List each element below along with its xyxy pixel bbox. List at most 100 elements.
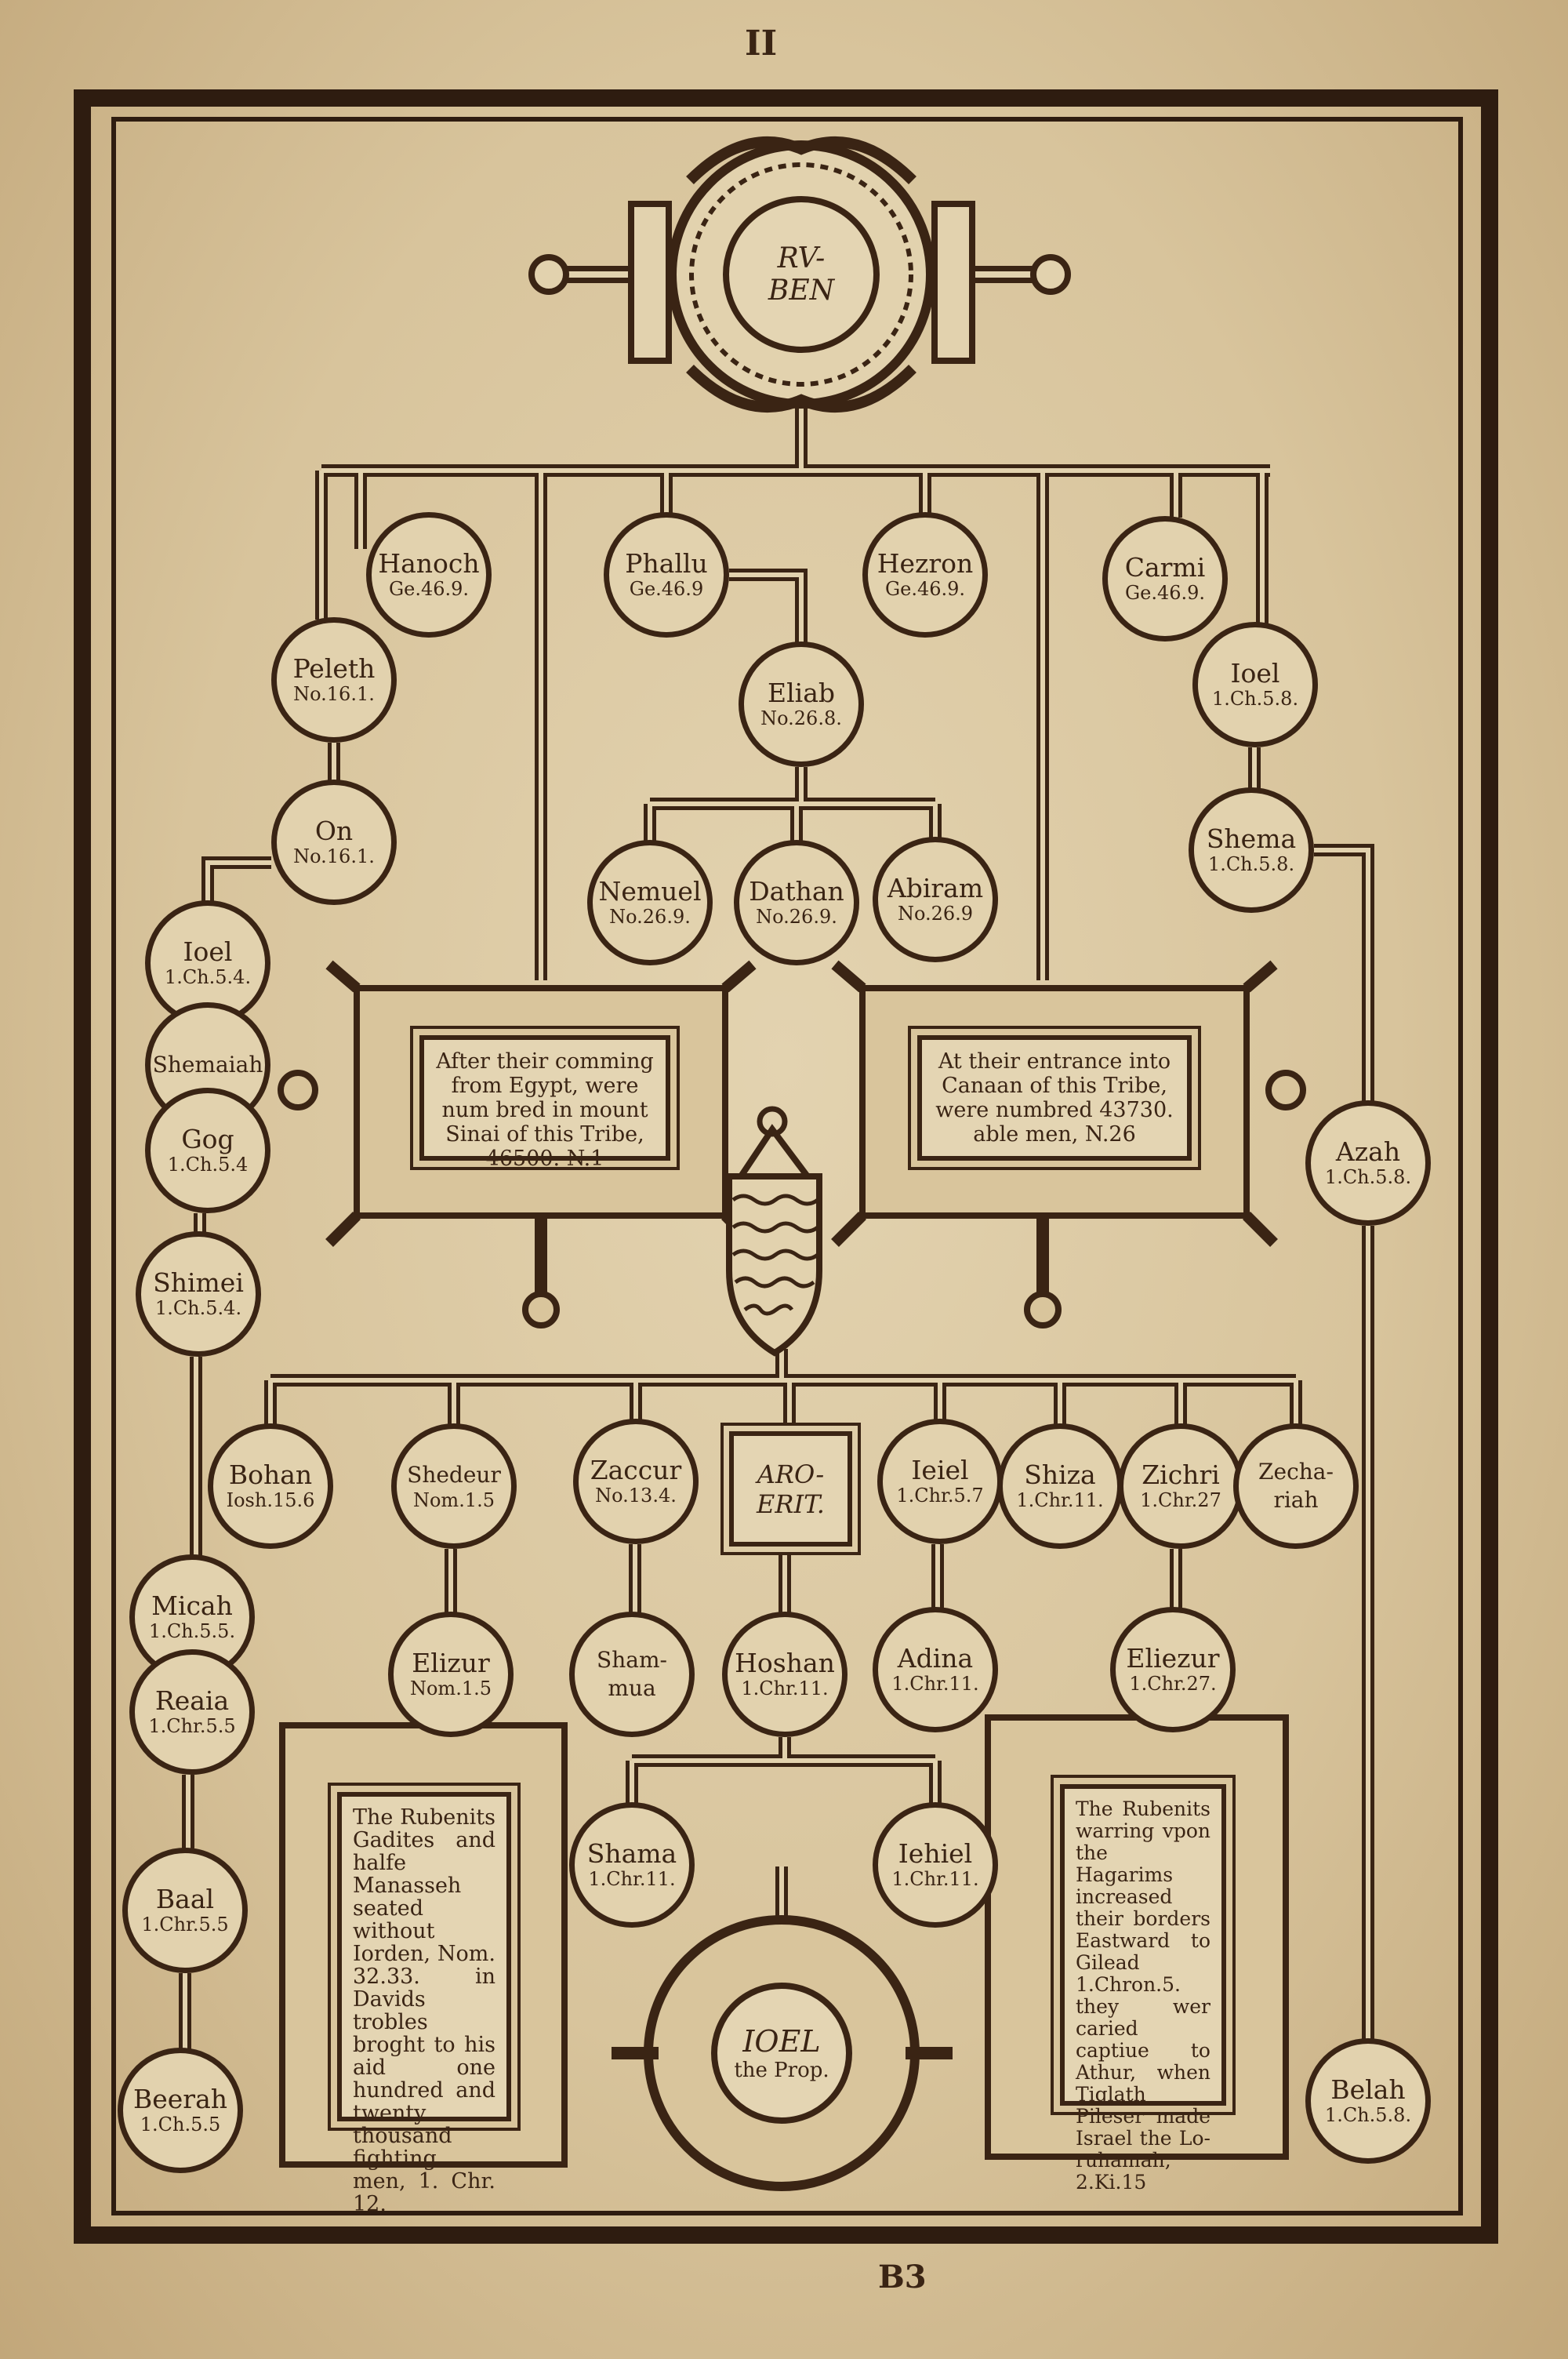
- name: Sham-mua: [597, 1647, 667, 1701]
- ref: 1.Chr.11.: [891, 1673, 979, 1695]
- name: On: [314, 816, 354, 846]
- ref: 1.Chr.11.: [891, 1868, 979, 1890]
- ref: No.26.9.: [756, 906, 837, 928]
- signature-mark: B3: [878, 2259, 927, 2295]
- cartouche-right-text: At their entrance into Canaan of this Tr…: [935, 1049, 1174, 1147]
- name: Phallu: [625, 548, 708, 579]
- name: Zaccur: [590, 1455, 682, 1485]
- ref: 1.Chr.27.: [1129, 1673, 1217, 1695]
- name: Azah: [1335, 1136, 1401, 1167]
- head-line2: BEN: [768, 274, 835, 307]
- ref: Ge.46.9.: [388, 578, 470, 600]
- panel-right: The Rubenits warring vpon the Hagarims i…: [1051, 1775, 1236, 2194]
- ref: 1.Ch.5.8.: [1324, 2104, 1412, 2126]
- name: Baal: [155, 1884, 215, 1914]
- ref: No.26.9.: [609, 906, 691, 928]
- ref: 1.Ch.5.5.: [148, 1620, 236, 1642]
- name: Elizur: [412, 1648, 490, 1678]
- cartouche-right: At their entrance into Canaan of this Tr…: [908, 1026, 1201, 1170]
- inner-border: [111, 117, 1463, 2215]
- ref: 1.Chr.11.: [741, 1677, 829, 1699]
- name: Zichri: [1142, 1459, 1220, 1490]
- ioel-prophet-medallion: IOEL the Prop.: [711, 1983, 852, 2124]
- panel-left-text: The Rubenits Gadites and halfe Manasseh …: [353, 1805, 495, 2216]
- ref: Nom.1.5: [412, 1489, 495, 1511]
- aroerit-box: ARO-ERIT.: [720, 1423, 861, 1555]
- ref: Ge.46.9: [629, 578, 704, 600]
- head-line1: RV-: [777, 242, 826, 274]
- aroerit-line1: ARO-: [757, 1459, 825, 1489]
- name: Ioel: [183, 936, 233, 967]
- cartouche-left-text: After their comming from Egypt, were num…: [436, 1049, 654, 1171]
- prophet-name: IOEL: [742, 2024, 821, 2059]
- prophet-sub: the Prop.: [734, 2059, 829, 2082]
- name: Hanoch: [378, 548, 480, 579]
- cartouche-left: After their comming from Egypt, were num…: [410, 1026, 680, 1171]
- ref: 1.Chr.27: [1140, 1489, 1221, 1511]
- name: Ieiel: [911, 1455, 969, 1485]
- name: Carmi: [1124, 552, 1206, 583]
- name: Iehiel: [898, 1838, 973, 1869]
- name: Nemuel: [598, 876, 702, 907]
- name: Shimei: [153, 1267, 244, 1298]
- name: Hoshan: [735, 1648, 835, 1678]
- name: Peleth: [292, 653, 376, 684]
- ref: 1.Chr.5.5: [148, 1715, 236, 1737]
- ref: 1.Chr.11.: [1016, 1489, 1104, 1511]
- ref: 1.Ch.5.8.: [1211, 688, 1299, 710]
- name: Adina: [897, 1643, 974, 1674]
- name: Ioel: [1230, 658, 1280, 689]
- name: Abiram: [887, 873, 984, 903]
- ref: 1.Ch.5.4: [167, 1154, 249, 1176]
- ref: 1.Chr.5.5: [141, 1914, 229, 1936]
- name: Dathan: [749, 876, 844, 907]
- ref: No.16.1.: [293, 845, 375, 867]
- ref: 1.Ch.5.8.: [1324, 1166, 1412, 1188]
- ref: No.26.8.: [760, 707, 842, 729]
- name: Shemaiah: [152, 1052, 263, 1078]
- ref: Nom.1.5: [409, 1677, 492, 1699]
- name: Shedeur: [407, 1462, 501, 1488]
- shield-icon: [726, 1106, 822, 1357]
- name: Shiza: [1024, 1459, 1096, 1490]
- ref: No.26.9: [897, 903, 974, 925]
- name: Gog: [181, 1124, 234, 1154]
- name: Micah: [151, 1590, 233, 1621]
- name: Eliezur: [1126, 1643, 1220, 1674]
- ref: 1.Ch.5.8.: [1207, 853, 1295, 875]
- name: Reaia: [154, 1685, 230, 1716]
- ref: 1.Chr.5.7: [896, 1485, 984, 1507]
- aroerit-line2: ERIT.: [757, 1488, 825, 1519]
- ref: Iosh.15.6: [226, 1489, 315, 1511]
